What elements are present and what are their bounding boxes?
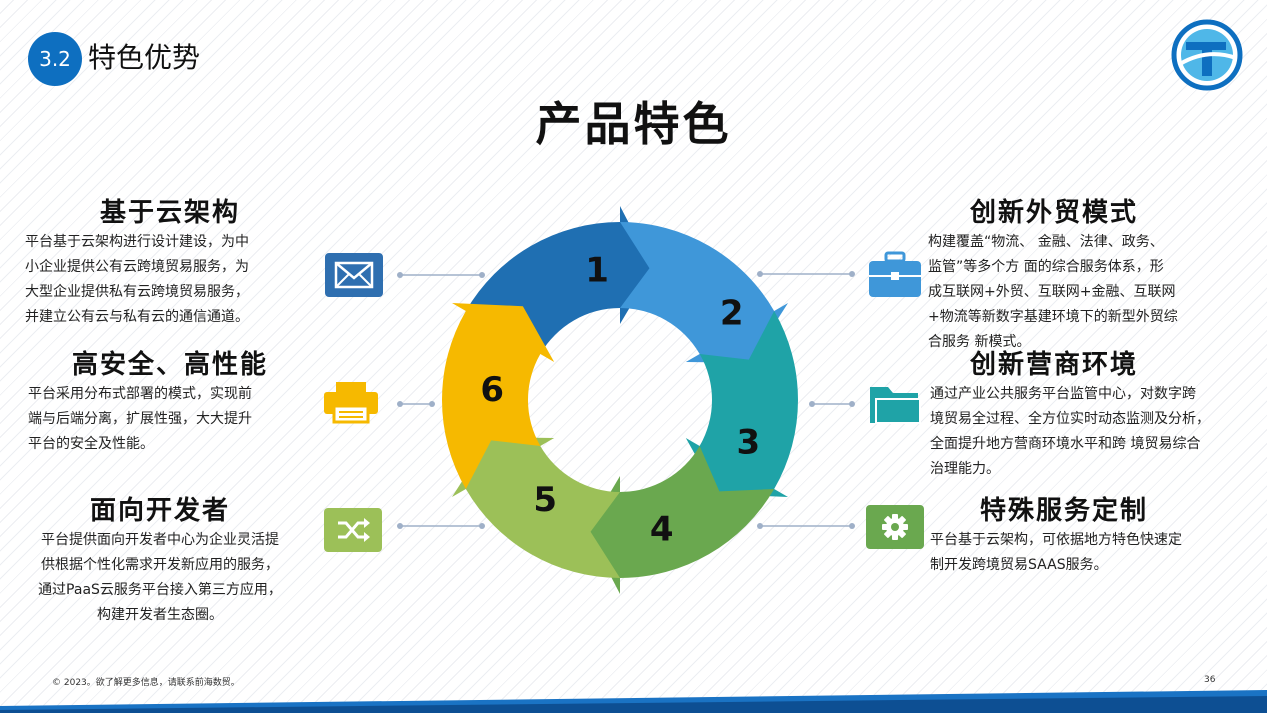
cycle-step-label: 1 [585, 251, 609, 291]
copyright-text: © 2023。欲了解更多信息，请联系前海数贸。 [52, 678, 240, 688]
cycle-step-label: 5 [533, 480, 557, 520]
feature-left-1: 基于云架构 平台基于云架构进行设计建设，为中 小企业提供公有云跨境贸易服务，为 … [20, 196, 320, 330]
printer-icon [322, 380, 380, 424]
cycle-diagram: 1 2 3 4 5 6 [442, 206, 798, 594]
section-number-badge: 3.2 [28, 32, 82, 86]
feature-title: 高安全、高性能 [71, 350, 268, 380]
company-logo-icon [1171, 19, 1243, 91]
cycle-step-label: 4 [650, 509, 674, 549]
cycle-step-label: 6 [480, 370, 504, 410]
feature-title: 基于云架构 [99, 198, 240, 228]
feature-description: 平台基于云架构进行设计建设，为中 小企业提供公有云跨境贸易服务，为 大型企业提供… [25, 234, 249, 325]
feature-title: 特殊服务定制 [980, 496, 1149, 526]
shuffle-icon [324, 508, 382, 552]
feature-right-3: 特殊服务定制 平台基于云架构，可依据地方特色快速定 制开发跨境贸易SAAS服务。 [930, 494, 1260, 578]
cycle-arrow-segment-4 [587, 446, 775, 594]
feature-title: 创新外贸模式 [970, 198, 1139, 228]
gear-icon [866, 505, 924, 549]
feature-description: 平台采用分布式部署的模式，实现前 端与后端分离，扩展性强，大大提升 平台的安全及… [28, 386, 252, 452]
feature-title: 面向开发者 [89, 496, 230, 526]
cycle-arrow-segment-3 [685, 311, 798, 497]
footer-bar [0, 690, 1267, 713]
feature-left-3: 面向开发者 平台提供面向开发者中心为企业灵活提 供根据个性化需求开发新应用的服务… [10, 494, 310, 628]
briefcase-icon [866, 251, 924, 297]
feature-description: 平台提供面向开发者中心为企业灵活提 供根据个性化需求开发新应用的服务， 通过Pa… [38, 532, 282, 623]
connector-line [397, 401, 435, 407]
cycle-arrow-segment-2 [620, 222, 789, 363]
connector-line [757, 523, 855, 529]
connector-line [397, 523, 485, 529]
page-number: 36 [1204, 675, 1216, 685]
cycle-arrow-segment-5 [451, 437, 620, 578]
feature-right-2: 创新营商环境 通过产业公共服务平台监管中心，对数字跨 境贸易全过程、全方位实时动… [930, 348, 1260, 482]
feature-description: 平台基于云架构，可依据地方特色快速定 制开发跨境贸易SAAS服务。 [930, 532, 1182, 573]
feature-description: 通过产业公共服务平台监管中心，对数字跨 境贸易全过程、全方位实时动态监测及分析，… [930, 386, 1210, 477]
cycle-arrow-segment-6 [442, 303, 555, 489]
envelope-icon [325, 253, 383, 297]
page-title: 产品特色 [535, 97, 732, 151]
cycle-arrow-segment-1 [465, 206, 653, 354]
connector-line [397, 272, 485, 278]
feature-title: 创新营商环境 [970, 350, 1139, 380]
connector-line [757, 271, 855, 277]
connector-line [809, 401, 855, 407]
cycle-step-label: 2 [720, 294, 744, 334]
feature-description: 构建覆盖“物流、 金融、法律、政务、 监管”等多个方 面的综合服务体系，形 成互… [928, 234, 1178, 350]
feature-left-2: 高安全、高性能 平台采用分布式部署的模式，实现前 端与后端分离，扩展性强，大大提… [20, 348, 320, 457]
section-title: 特色优势 [88, 41, 201, 74]
folder-icon [866, 383, 924, 427]
feature-right-1: 创新外贸模式 构建覆盖“物流、 金融、法律、政务、 监管”等多个方 面的综合服务… [928, 196, 1258, 355]
cycle-step-label: 3 [737, 423, 761, 463]
